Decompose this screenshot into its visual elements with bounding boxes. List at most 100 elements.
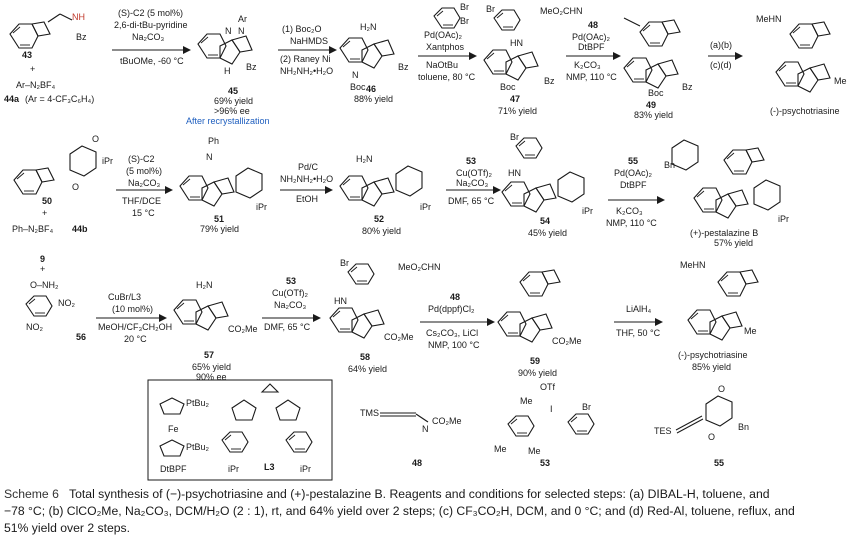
yield-46: 88% yield bbox=[354, 94, 393, 104]
compound-43-structure bbox=[9, 21, 51, 49]
plus-sign-3: + bbox=[40, 264, 45, 274]
row2: O O iPr 50 + Ph–N₂BF₄ 44b (S)-C2 (5 mol%… bbox=[12, 132, 789, 248]
meo2cchn-label: MeO₂CHN bbox=[540, 6, 583, 16]
co2me-label-58: CO₂Me bbox=[384, 332, 414, 342]
yield-47: 71% yield bbox=[498, 106, 537, 116]
step1-cond-1: (S)-C2 (5 mol%) bbox=[118, 8, 183, 18]
r2-step1-cond-5: 15 °C bbox=[132, 208, 155, 218]
h2n-label-52: H₂N bbox=[356, 154, 373, 164]
ipr-l3-left: iPr bbox=[228, 464, 239, 474]
ligand-box-frame bbox=[147, 379, 333, 481]
bz-label-47: Bz bbox=[544, 76, 555, 86]
scheme-caption: Scheme 6 Total synthesis of (−)-psychotr… bbox=[4, 486, 856, 537]
ipr-label-54: iPr bbox=[582, 206, 593, 216]
compound-58-structure bbox=[329, 307, 385, 339]
label-44b: 44b bbox=[72, 224, 88, 234]
reactant-44a-formula: Ar–N₂BF₄ bbox=[16, 80, 55, 90]
l3-oxazoline-left bbox=[231, 399, 257, 421]
pestalazine-dkp-bottom bbox=[753, 179, 781, 211]
ptbu2-bottom: PtBu₂ bbox=[186, 442, 210, 452]
reactant-44b-formula: Ph–N₂BF₄ bbox=[12, 224, 54, 234]
azo-n2: N bbox=[238, 26, 245, 36]
ipr-label-52: iPr bbox=[420, 202, 431, 212]
compound-55-dkp bbox=[705, 395, 733, 427]
o-label-55a: O bbox=[718, 384, 725, 394]
ee-45: >96% ee bbox=[214, 106, 250, 116]
step1-cond-3: Na₂CO₃ bbox=[132, 32, 164, 42]
compound-49-structure bbox=[623, 57, 679, 89]
r2-step1-cond-4: THF/DCE bbox=[122, 196, 161, 206]
row3: 9 + O–NH₂ NO₂ NO₂ 56 CuBr/L3 (10 mol%) M… bbox=[25, 254, 759, 382]
psychotriasine-3-structure bbox=[687, 309, 743, 341]
br-label-b: Br bbox=[460, 16, 469, 26]
o-label-55b: O bbox=[708, 432, 715, 442]
br-label-54: Br bbox=[510, 132, 519, 142]
pestalazine-indole bbox=[723, 147, 765, 175]
r3-step1-cond-3: MeOH/CF₃CH₂OH bbox=[98, 322, 172, 332]
ar-label: Ar bbox=[238, 14, 247, 24]
onh2-label: O–NH₂ bbox=[30, 280, 59, 290]
bz-label-43: Bz bbox=[76, 32, 87, 42]
step2-cond-4: NH₂NH₂•H₂O bbox=[280, 66, 333, 76]
otf-label: OTf bbox=[540, 382, 555, 392]
label-59: 59 bbox=[530, 356, 540, 366]
hn-label-47: HN bbox=[510, 38, 523, 48]
r2-step3-cond-1: Cu(OTf)₂ bbox=[456, 168, 492, 178]
r2-step4-cond-2: DtBPF bbox=[620, 180, 647, 190]
product-3-yield: 85% yield bbox=[692, 362, 731, 372]
step3-cond-2: Xantphos bbox=[426, 42, 465, 52]
r3-step4-cond-1: LiAlH₄ bbox=[626, 304, 652, 314]
step4-cond-4: NMP, 110 °C bbox=[566, 72, 617, 82]
label-56: 56 bbox=[76, 332, 86, 342]
o-label-50a: O bbox=[92, 134, 99, 144]
dibromobenzene-structure bbox=[433, 7, 461, 29]
no2-label-a: NO₂ bbox=[58, 298, 76, 308]
caption-line-2: −78 °C; (b) ClCO₂Me, Na₂CO₃, DCM/H₂O (2 … bbox=[4, 504, 795, 518]
pestalazine-dkp-top bbox=[671, 139, 699, 171]
compound-45-structure bbox=[197, 33, 253, 65]
label-53: 53 bbox=[540, 458, 550, 468]
label-51: 51 bbox=[214, 214, 224, 224]
r2-step4-cond-4: NMP, 110 °C bbox=[606, 218, 657, 228]
yield-49: 83% yield bbox=[634, 110, 673, 120]
me-label-53a: Me bbox=[520, 396, 533, 406]
r3-step2-cond-3: DMF, 65 °C bbox=[264, 322, 311, 332]
br-label-53: Br bbox=[582, 402, 591, 412]
label-46: 46 bbox=[366, 84, 376, 94]
r2-step4-cond-1: Pd(OAc)₂ bbox=[614, 168, 653, 178]
compound-50-dkp bbox=[69, 145, 97, 177]
label-47: 47 bbox=[510, 94, 520, 104]
azo-n1: N bbox=[225, 26, 232, 36]
compound-54-aryl bbox=[515, 137, 543, 159]
l3-cyclopropane bbox=[260, 383, 280, 393]
hn-label-58: HN bbox=[334, 296, 347, 306]
step2-cond-2: NaHMDS bbox=[290, 36, 328, 46]
r2-step4-cond-3: K₂CO₃ bbox=[616, 206, 643, 216]
cp-ring-top bbox=[159, 397, 185, 415]
mehn-label-3: MeHN bbox=[680, 260, 706, 270]
l3-aryl-left bbox=[221, 431, 249, 453]
step4-reagent: 48 bbox=[588, 20, 598, 30]
compound-51-dkp bbox=[235, 167, 263, 199]
r2-step3-cond-2: Na₂CO₃ bbox=[456, 178, 488, 188]
caption-line-3: 51% yield over 2 steps. bbox=[4, 521, 131, 535]
step5-cond-1: (a)(b) bbox=[710, 40, 732, 50]
compound-58-aryl bbox=[347, 263, 375, 285]
label-58: 58 bbox=[360, 352, 370, 362]
me-label-1: Me bbox=[834, 76, 847, 86]
compound-51-structure bbox=[179, 175, 235, 207]
iodonium-label: I bbox=[550, 404, 553, 414]
r2-step2-cond-1: Pd/C bbox=[298, 162, 319, 172]
label-55: 55 bbox=[714, 458, 724, 468]
yield-52: 80% yield bbox=[362, 226, 401, 236]
ipr-label-50: iPr bbox=[102, 156, 113, 166]
compound-59-indole bbox=[519, 269, 561, 297]
reactant-44a-def: (Ar = 4-CF₃C₆H₄) bbox=[25, 94, 94, 104]
r2-step2-cond-2: NH₂NH₂•H₂O bbox=[280, 174, 333, 184]
label-52: 52 bbox=[374, 214, 384, 224]
psychotriasine-structure bbox=[775, 61, 831, 93]
mehn-label-1: MeHN bbox=[756, 14, 782, 24]
r2-step3-reagent: 53 bbox=[466, 156, 476, 166]
label-49: 49 bbox=[646, 100, 656, 110]
r2-step1-cond-2: (5 mol%) bbox=[126, 166, 162, 176]
